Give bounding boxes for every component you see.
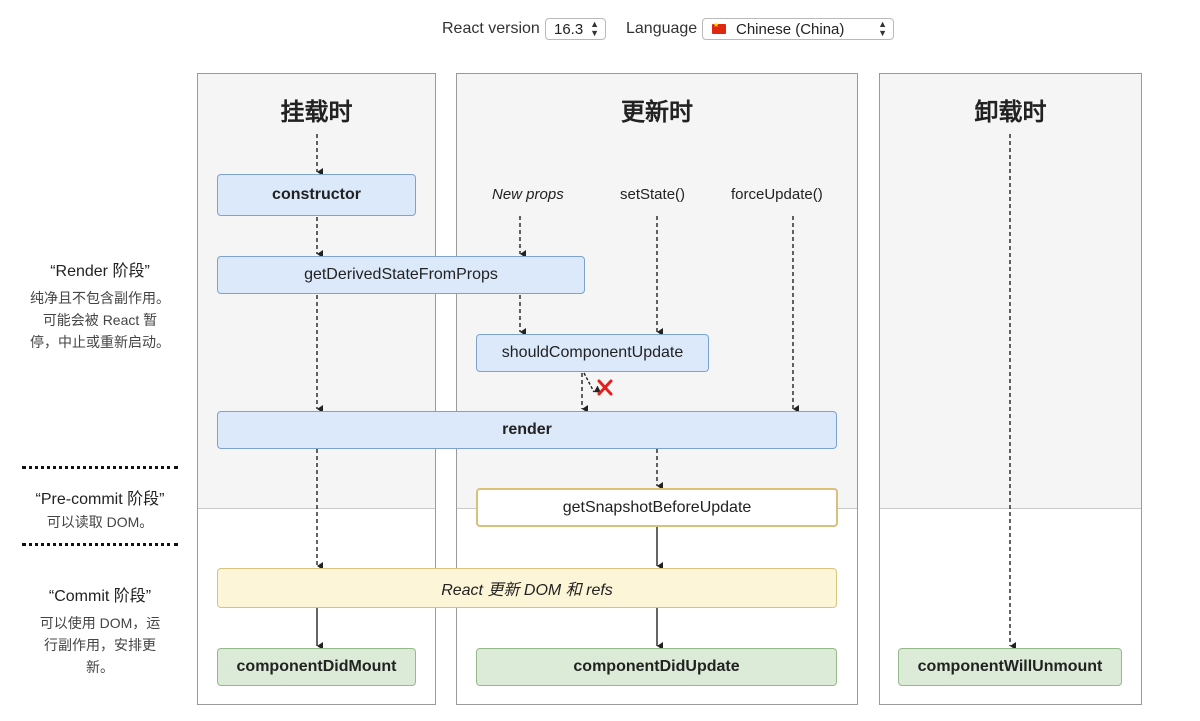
get-snapshot-before-update-box: getSnapshotBeforeUpdate (476, 488, 838, 527)
commit-phase-title: “Commit 阶段” (48, 588, 152, 605)
phase-separator (22, 543, 178, 546)
select-arrows-icon: ▲▼ (878, 19, 887, 38)
cross-icon (597, 379, 613, 396)
arrow-scu-cancel (583, 372, 602, 393)
precommit-phase-note: “Pre-commit 阶段” 可以读取 DOM。 (20, 485, 180, 533)
version-label: React version (442, 20, 540, 37)
component-will-unmount-box: componentWillUnmount (898, 648, 1122, 686)
version-value: 16.3 (554, 21, 584, 38)
phase-separator (22, 466, 178, 469)
component-did-mount-box: componentDidMount (217, 648, 416, 686)
render-box: render (217, 411, 837, 449)
select-arrows-icon: ▲▼ (590, 19, 599, 38)
render-phase-description: 纯净且不包含副作用。可能会被 React 暂停，中止或重新启动。 (30, 290, 170, 350)
update-title: 更新时 (621, 99, 693, 126)
should-component-update-box: shouldComponentUpdate (476, 334, 709, 372)
controls-bar: React version 16.3 ▲▼ Language Chinese (… (0, 18, 1200, 42)
commit-phase-note: “Commit 阶段” 可以使用 DOM，运行副作用，安排更新。 (20, 582, 180, 678)
language-select[interactable]: Chinese (China) ▲▼ (702, 18, 894, 40)
trigger-force-update: forceUpdate() (731, 186, 823, 203)
render-phase-note: “Render 阶段” 纯净且不包含副作用。可能会被 React 暂停，中止或重… (20, 257, 180, 353)
trigger-new-props: New props (492, 186, 564, 203)
precommit-phase-description: 可以读取 DOM。 (46, 514, 154, 530)
mount-title: 挂载时 (280, 99, 353, 126)
render-phase-title: “Render 阶段” (50, 263, 150, 280)
trigger-set-state: setState() (620, 186, 686, 203)
language-value: Chinese (China) (736, 21, 845, 38)
component-did-update-box: componentDidUpdate (476, 648, 837, 686)
get-derived-state-from-props-box: getDerivedStateFromProps (217, 256, 585, 294)
version-select[interactable]: 16.3 ▲▼ (545, 18, 606, 40)
commit-phase-description: 可以使用 DOM，运行副作用，安排更新。 (39, 615, 161, 675)
precommit-phase-title: “Pre-commit 阶段” (35, 491, 165, 508)
china-flag-icon (712, 21, 726, 34)
language-label: Language (626, 20, 698, 37)
unmount-title: 卸载时 (974, 99, 1047, 126)
react-updates-dom-box: React 更新 DOM 和 refs (217, 568, 837, 608)
constructor-box: constructor (217, 174, 416, 216)
